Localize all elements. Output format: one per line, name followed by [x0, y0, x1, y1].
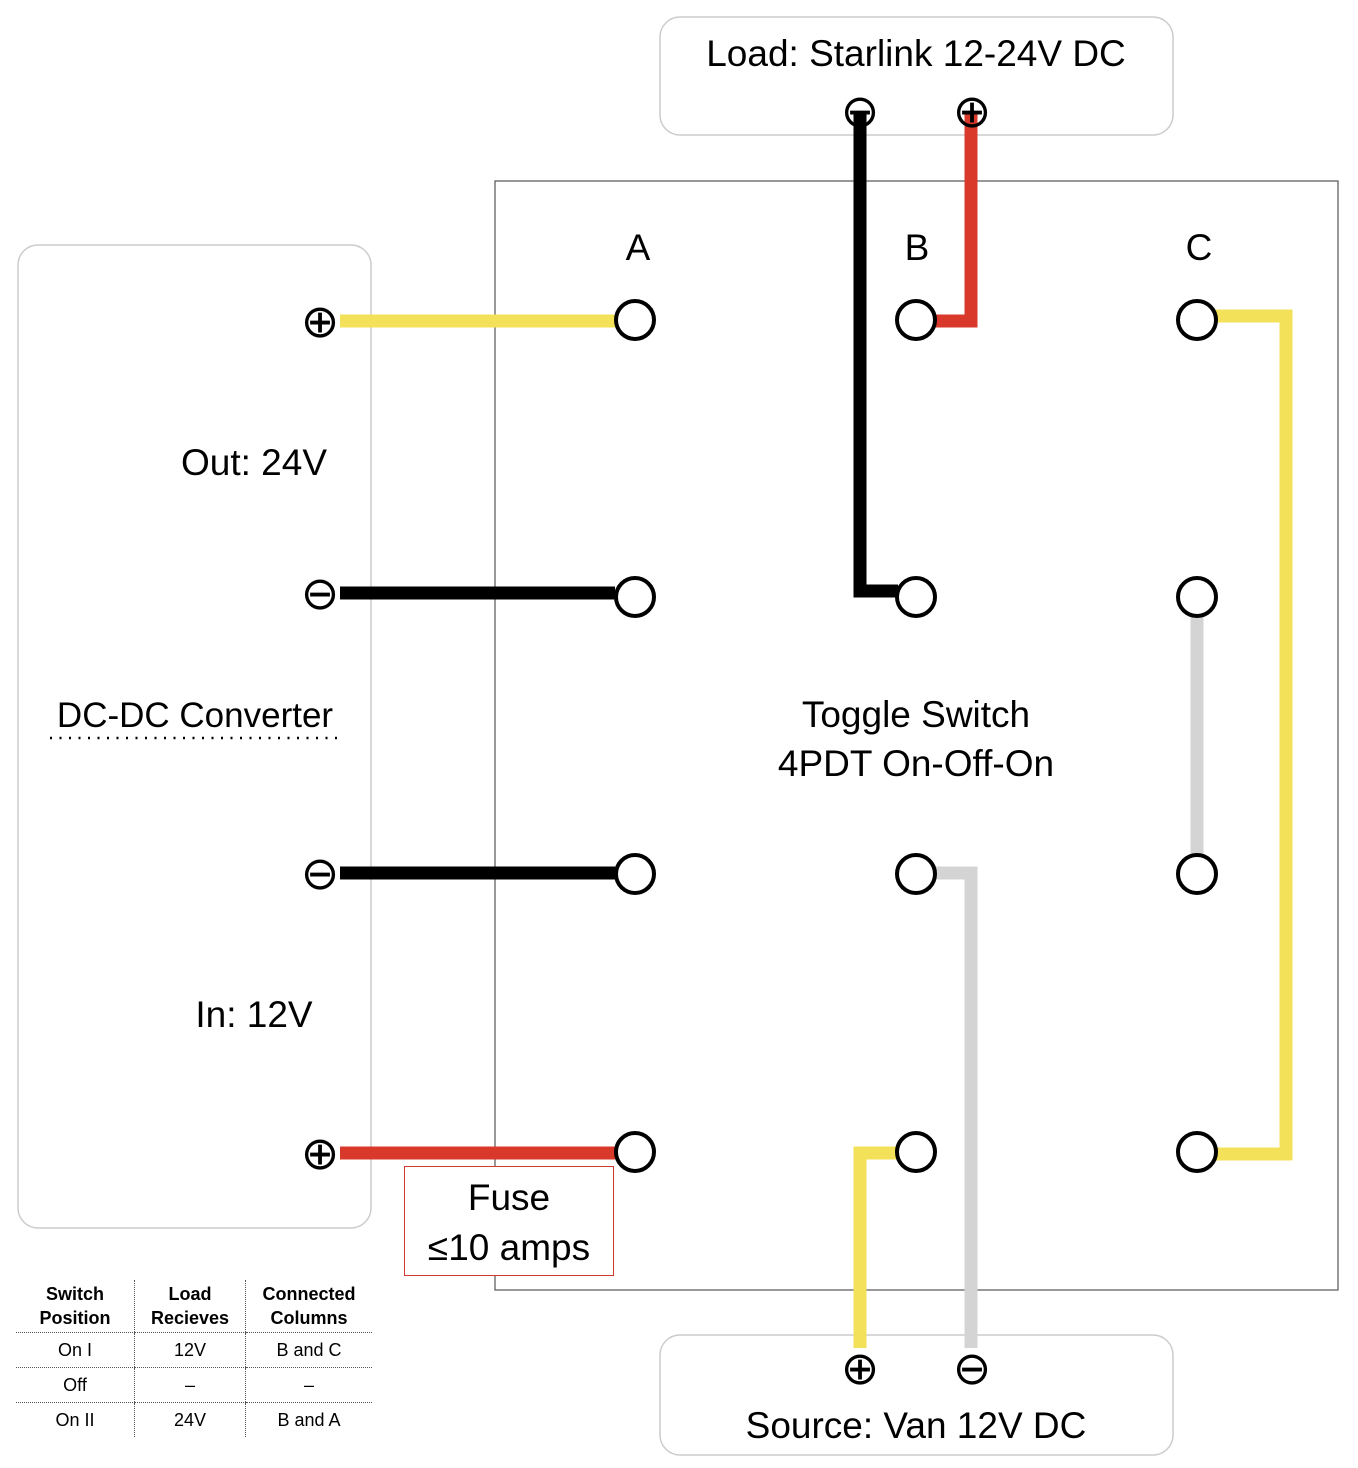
table-cell: B and A: [245, 1402, 372, 1437]
terminal-b2: [895, 576, 937, 618]
source-box: [659, 1334, 1174, 1456]
in-positive-symbol: ⊕: [301, 1127, 340, 1179]
table-cell: 24V: [134, 1402, 246, 1437]
terminal-c3: [1176, 853, 1218, 895]
wire-load-positive: [935, 112, 978, 328]
table-cell: –: [245, 1367, 372, 1403]
fuse: Fuse ≤10 amps: [404, 1166, 614, 1276]
in-negative-symbol: ⊖: [301, 847, 340, 899]
load-positive-symbol: ⊕: [953, 85, 992, 137]
terminal-a4: [614, 1131, 656, 1173]
column-label-b: B: [905, 227, 930, 268]
jumper-b-source-negative: [935, 866, 978, 1348]
wire-c-loop: [1215, 309, 1293, 1161]
fuse-rating: ≤10 amps: [427, 1227, 591, 1268]
converter-title: DC-DC Converter: [57, 696, 333, 735]
wire-load-negative: [853, 112, 898, 598]
converter-out-label: Out: 24V: [181, 442, 327, 483]
table-cell: 12V: [134, 1332, 246, 1368]
fuse-label: Fuse: [467, 1177, 551, 1218]
terminal-c2: [1176, 576, 1218, 618]
table-row: On II 24V B and A: [16, 1402, 372, 1437]
table-cell: –: [134, 1367, 246, 1403]
wire-source-positive: [853, 1146, 898, 1348]
terminal-a1: [614, 299, 656, 341]
load-negative-symbol: ⊖: [841, 85, 880, 137]
terminal-a2: [614, 576, 656, 618]
out-positive-symbol: ⊕: [301, 295, 340, 347]
table-cell: B and C: [245, 1332, 372, 1368]
table-cell: On II: [55, 1409, 95, 1430]
source-label: Source: Van 12V DC: [746, 1405, 1087, 1446]
switch-box: [494, 180, 1339, 1291]
column-label-c: C: [1186, 227, 1213, 268]
converter-in-label: In: 12V: [195, 994, 313, 1035]
converter-box: [17, 244, 372, 1229]
load-label: Load: Starlink 12-24V DC: [706, 33, 1126, 74]
terminal-c4: [1176, 1131, 1218, 1173]
table-row: On I 12V B and C: [16, 1332, 372, 1368]
switch-title-line1: Toggle Switch: [802, 694, 1030, 735]
terminal-c1: [1176, 299, 1218, 341]
table-cell: On I: [16, 1332, 135, 1368]
terminal-b3: [895, 853, 937, 895]
terminal-b4: [895, 1131, 937, 1173]
terminal-b1: [895, 299, 937, 341]
column-label-a: A: [626, 227, 651, 268]
table-cell: Off: [16, 1367, 135, 1403]
source-negative-symbol: ⊖: [953, 1342, 992, 1394]
terminal-a3: [614, 853, 656, 895]
table-row: Off – –: [16, 1367, 372, 1403]
source-positive-symbol: ⊕: [841, 1342, 880, 1394]
load-box: [659, 16, 1174, 136]
switch-title-line2: 4PDT On-Off-On: [778, 743, 1054, 784]
out-negative-symbol: ⊖: [301, 567, 340, 619]
